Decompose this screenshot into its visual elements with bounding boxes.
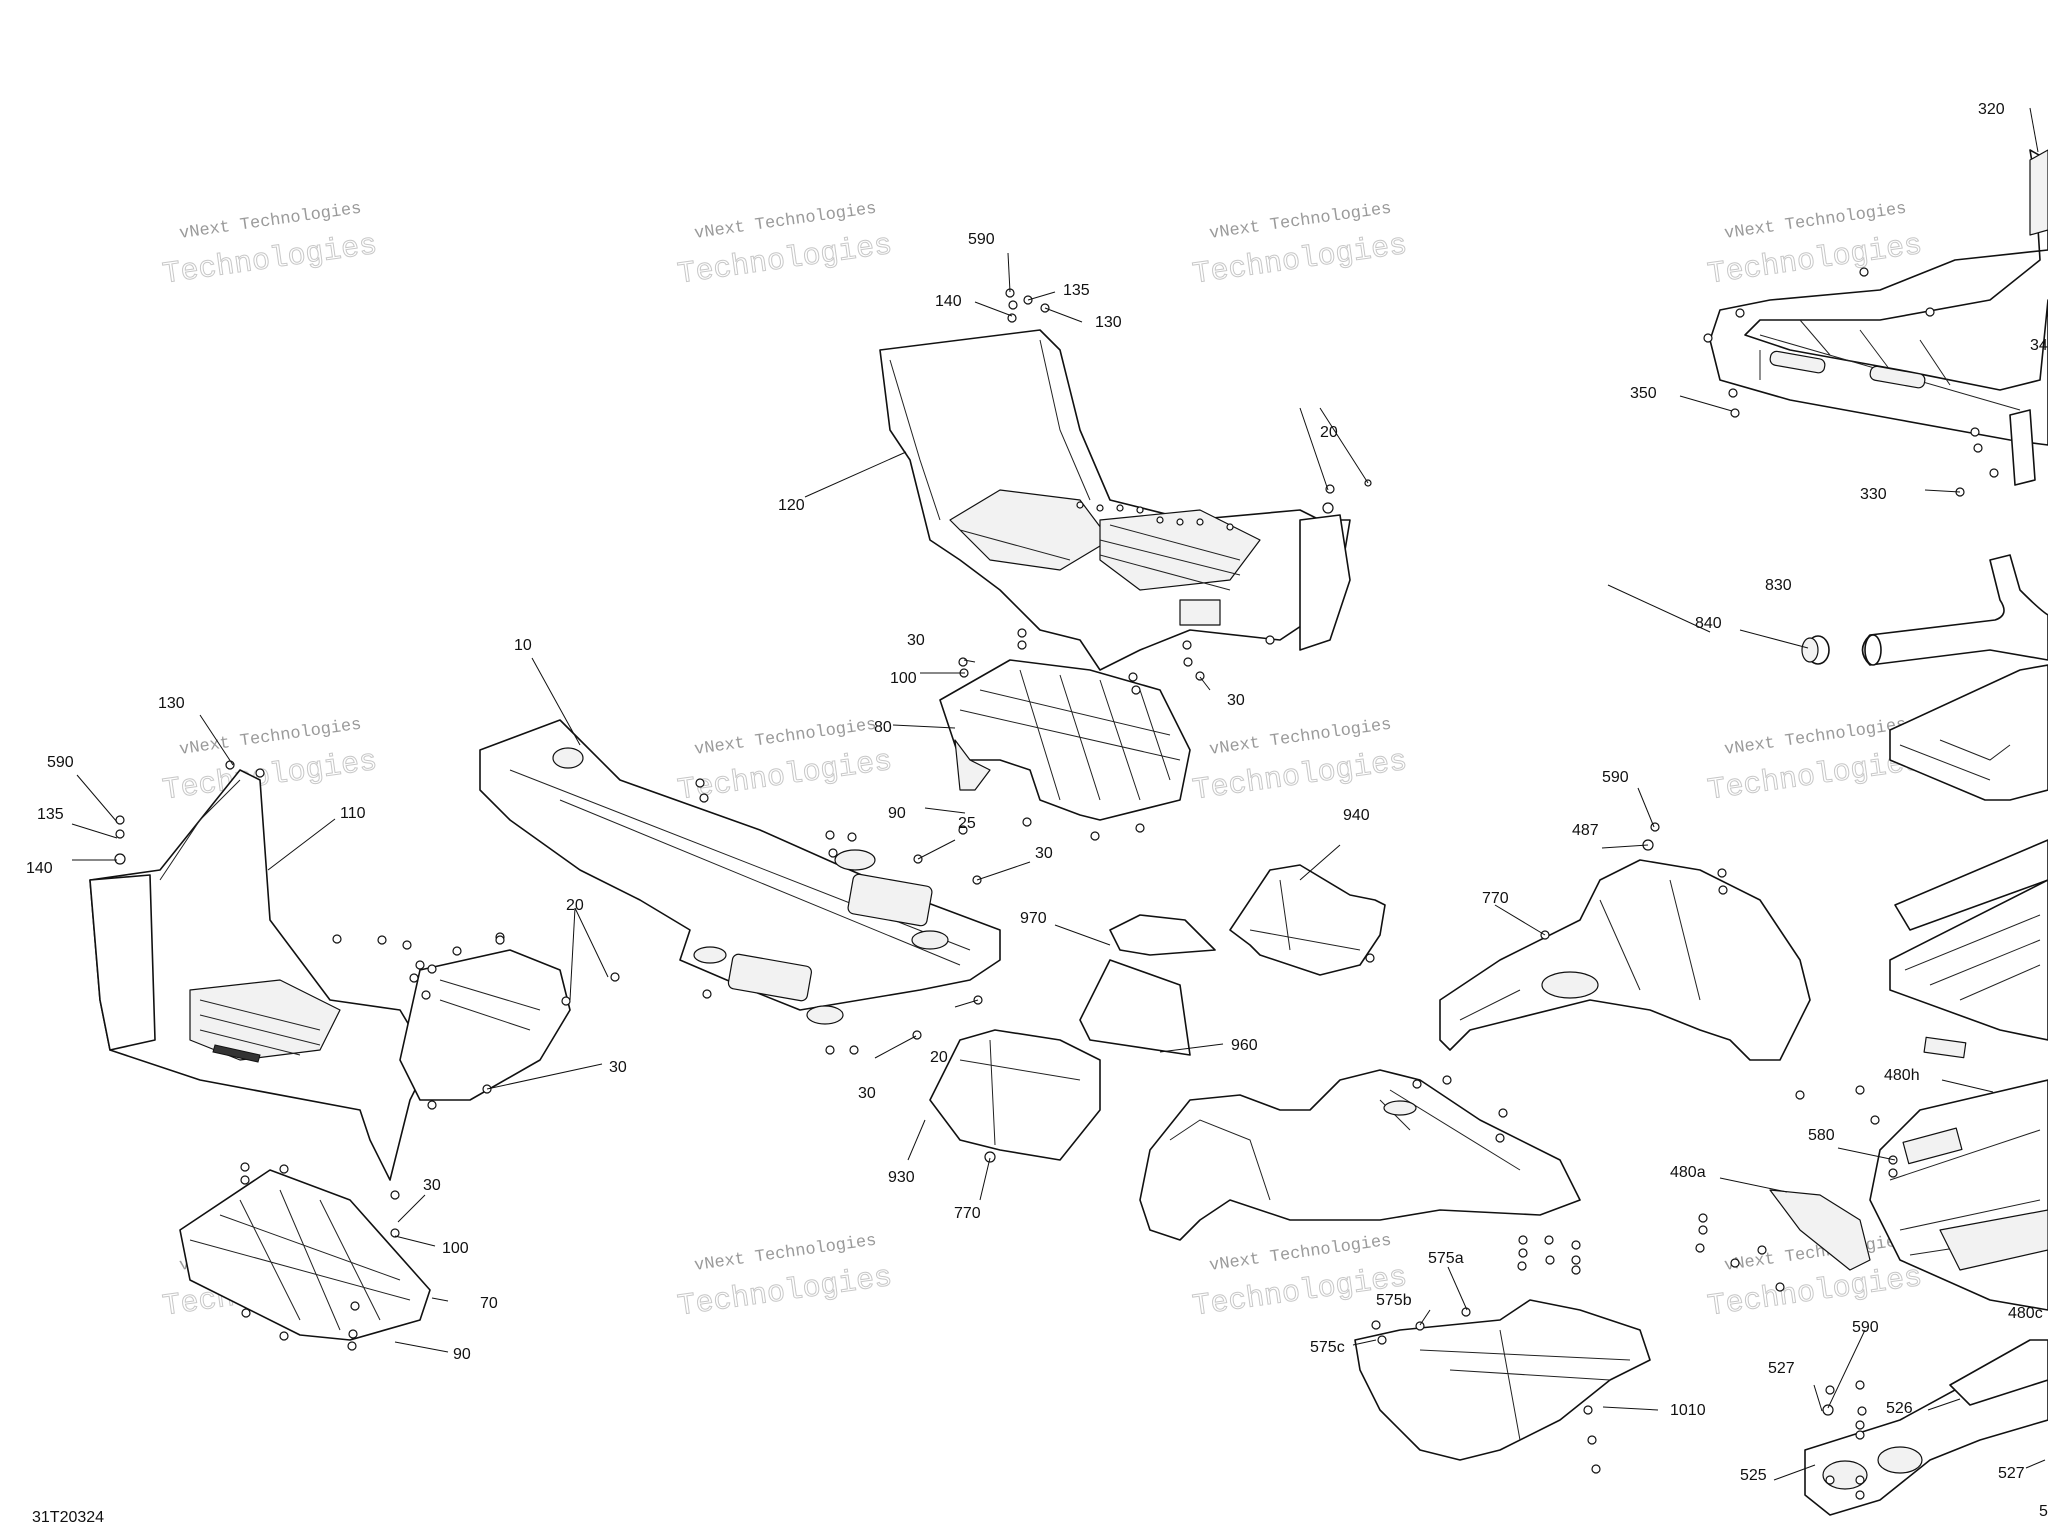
callout-590: 590 — [968, 231, 995, 248]
callout-130: 130 — [1095, 314, 1122, 331]
part-right-storage — [1889, 664, 2048, 1041]
callout-575b: 575b — [1376, 1292, 1412, 1309]
callout-575a: 575a — [1428, 1250, 1464, 1267]
callout-30: 30 — [907, 632, 925, 649]
callout-527: 527 — [1768, 1360, 1795, 1377]
callout-320: 320 — [1978, 101, 2005, 118]
callout-1010: 1010 — [1670, 1402, 1706, 1419]
callout-20: 20 — [930, 1049, 948, 1066]
callout-20: 20 — [1320, 424, 1338, 441]
callout-770: 770 — [954, 1205, 981, 1222]
callout-80: 80 — [874, 719, 892, 736]
part-panel-960 — [1079, 959, 1191, 1056]
callout-100: 100 — [442, 1240, 469, 1257]
part-exhaust-shield — [1804, 1339, 2048, 1516]
callout-480c: 480c — [2008, 1305, 2043, 1322]
callout-970: 970 — [1020, 910, 1047, 927]
callout-labels: 320 590 135 140 130 350 34 120 20 330 83… — [26, 101, 2048, 1520]
part-footrest-80 — [939, 659, 1191, 821]
callout-590: 590 — [1602, 769, 1629, 786]
callout-590: 590 — [1852, 1319, 1879, 1336]
part-footwell-120 — [879, 329, 1351, 671]
callout-90: 90 — [888, 805, 906, 822]
callout-960: 960 — [1231, 1037, 1258, 1054]
watermark: vNext Technologies Technologies — [160, 200, 380, 293]
watermark: vNext Technologies Technologies — [1190, 200, 1410, 293]
diagram-code: 31T20324 — [32, 1509, 104, 1526]
part-guard-930 — [929, 1029, 1101, 1161]
part-tube-830 — [1861, 554, 2048, 666]
callout-70: 70 — [480, 1295, 498, 1312]
watermark: vNext Technologies Technologies — [1190, 716, 1410, 809]
callout-20: 20 — [566, 897, 584, 914]
callout-930: 930 — [888, 1169, 915, 1186]
part-cap-840 — [1801, 635, 1830, 665]
callout-10: 10 — [514, 637, 532, 654]
watermark: vNext Technologies Technologies — [160, 716, 380, 809]
callout-580: 580 — [1808, 1127, 1835, 1144]
part-rear-rack — [1709, 149, 2048, 486]
watermark: vNext Technologies Technologies — [1705, 716, 1925, 809]
callout-135: 135 — [37, 806, 64, 823]
callout-840: 840 — [1695, 615, 1722, 632]
callout-30: 30 — [423, 1177, 441, 1194]
callout-575c: 575c — [1310, 1339, 1345, 1356]
watermark: vNext Technologies Technologies — [675, 200, 895, 293]
callout-830: 830 — [1765, 577, 1792, 594]
part-front-fender — [1139, 1069, 1581, 1241]
callout-120: 120 — [778, 497, 805, 514]
callout-480h: 480h — [1884, 1067, 1920, 1084]
part-skid-plate-1010 — [1354, 1299, 1651, 1461]
part-right-rear-lower — [1769, 1036, 2048, 1311]
watermark: vNext Technologies Technologies — [1705, 1232, 1925, 1325]
part-right-fender — [1439, 859, 1811, 1061]
fasteners — [114, 267, 1999, 1500]
callout-480a: 480a — [1670, 1164, 1706, 1181]
watermark: vNext Technologies Technologies — [1705, 200, 1925, 293]
callout-140: 140 — [26, 860, 53, 877]
callout-5: 5 — [2039, 1503, 2048, 1520]
callout-34: 34 — [2030, 337, 2048, 354]
callout-25: 25 — [958, 815, 976, 832]
part-guard-940 — [1229, 864, 1386, 976]
callout-100: 100 — [890, 670, 917, 687]
callout-330: 330 — [1860, 486, 1887, 503]
callout-135: 135 — [1063, 282, 1090, 299]
callout-90: 90 — [453, 1346, 471, 1363]
part-footwell-110 — [89, 769, 571, 1181]
callout-140: 140 — [935, 293, 962, 310]
callout-940: 940 — [1343, 807, 1370, 824]
callout-30: 30 — [858, 1085, 876, 1102]
callout-110: 110 — [340, 805, 366, 822]
callout-590: 590 — [47, 754, 74, 771]
watermark: vNext Technologies Technologies — [1190, 1232, 1410, 1325]
callout-30: 30 — [1035, 845, 1053, 862]
callout-526: 526 — [1886, 1400, 1913, 1417]
watermark: vNext Technologies Technologies — [675, 1232, 895, 1325]
part-footrest-70 — [179, 1169, 431, 1341]
callout-30: 30 — [609, 1059, 627, 1076]
part-floor-pan-10 — [479, 719, 1001, 1025]
callout-770: 770 — [1482, 890, 1509, 907]
part-panel-970 — [1109, 914, 1216, 956]
callout-527: 527 — [1998, 1465, 2025, 1482]
callout-30: 30 — [1227, 692, 1245, 709]
callout-525: 525 — [1740, 1467, 1767, 1484]
callout-130: 130 — [158, 695, 185, 712]
callout-487: 487 — [1572, 822, 1599, 839]
callout-350: 350 — [1630, 385, 1657, 402]
leader-lines — [71, 107, 2046, 1481]
